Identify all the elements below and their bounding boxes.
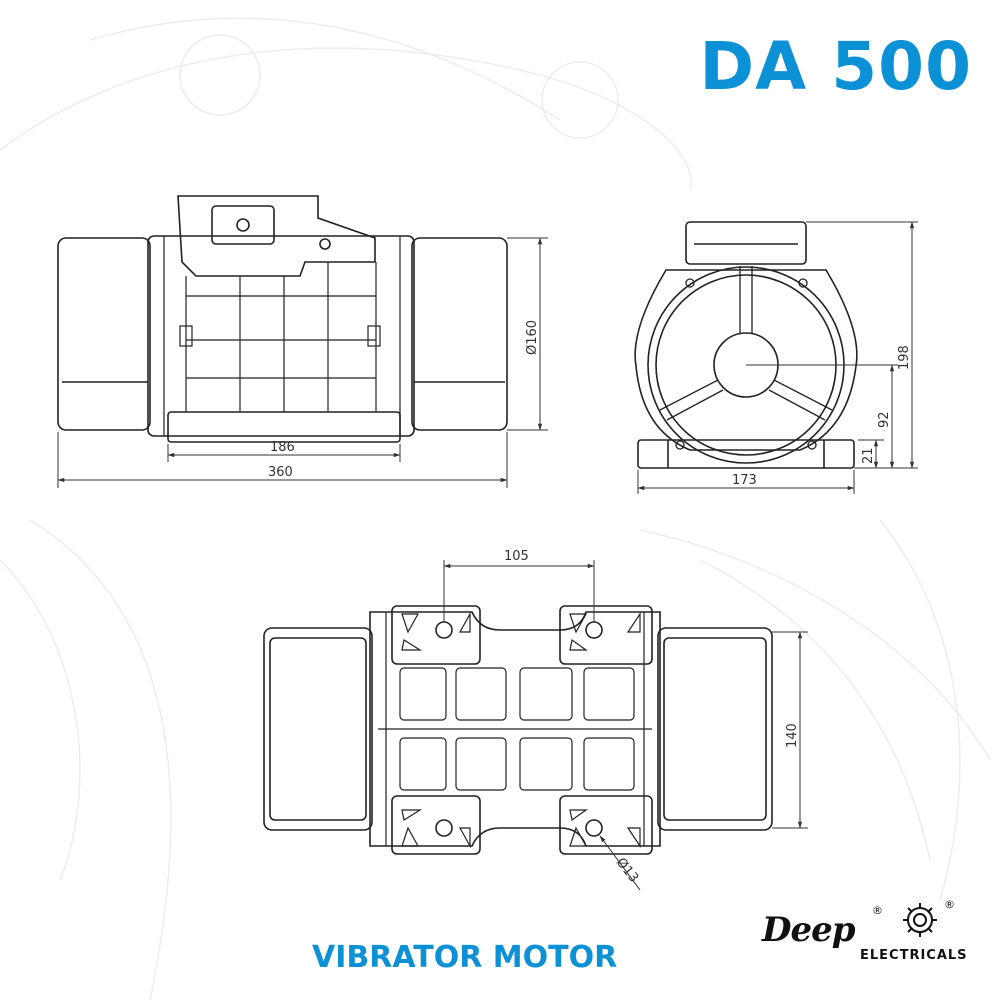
top-dimensions [443, 560, 808, 891]
mounting-hole-tr [585, 621, 603, 639]
product-subtitle: VIBRATOR MOTOR [312, 940, 618, 975]
dim-173: 173 [732, 473, 757, 488]
dim-198: 198 [897, 345, 912, 370]
dim-140: 140 [785, 723, 800, 748]
end-base [637, 439, 855, 469]
end-terminal-box [685, 221, 807, 265]
side-left-cap [57, 237, 151, 431]
dim-105: 105 [504, 549, 529, 564]
dim-21: 21 [861, 447, 876, 464]
top-right-cap [657, 627, 773, 831]
top-body [369, 611, 661, 847]
mounting-hole-tl [435, 621, 453, 639]
side-base [167, 411, 401, 443]
top-foot-tr [559, 605, 653, 665]
brand-subtitle: ELECTRICALS [860, 948, 968, 963]
brand-logo: Deep ® ® ELECTRICALS [760, 898, 990, 978]
top-left-cap [263, 627, 373, 831]
top-foot-br [559, 795, 653, 855]
gear-emblem-icon [903, 903, 937, 937]
side-right-cap [411, 237, 508, 431]
emblem-registered-mark: ® [944, 898, 955, 911]
side-terminal-box [177, 195, 376, 277]
model-title: DA 500 [699, 28, 972, 105]
side-body [147, 235, 415, 437]
dim-diameter-160: Ø160 [525, 320, 540, 355]
top-foot-bl [391, 795, 481, 855]
top-foot-tl [391, 605, 481, 665]
dim-360: 360 [268, 465, 293, 480]
end-housing [634, 269, 858, 451]
dim-186: 186 [270, 440, 295, 455]
brand-registered-mark: ® [872, 904, 883, 917]
end-view [634, 221, 858, 469]
top-view [263, 605, 773, 855]
side-dimensions [57, 237, 548, 488]
mounting-hole-bl [435, 819, 453, 837]
brand-name: Deep [762, 910, 856, 950]
end-dimensions [637, 221, 918, 494]
background-sketch [0, 17, 991, 1000]
mounting-hole-br [585, 819, 603, 837]
dim-92: 92 [877, 411, 892, 428]
side-view [57, 195, 508, 443]
